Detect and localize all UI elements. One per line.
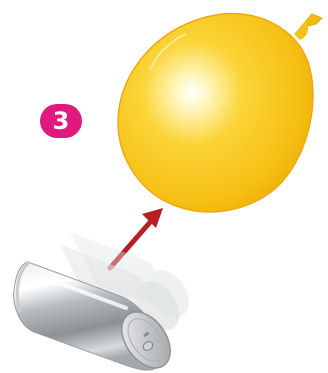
soda-can-icon bbox=[14, 232, 198, 373]
balloon-icon bbox=[118, 13, 322, 211]
step-number-badge: 3 bbox=[40, 104, 82, 138]
